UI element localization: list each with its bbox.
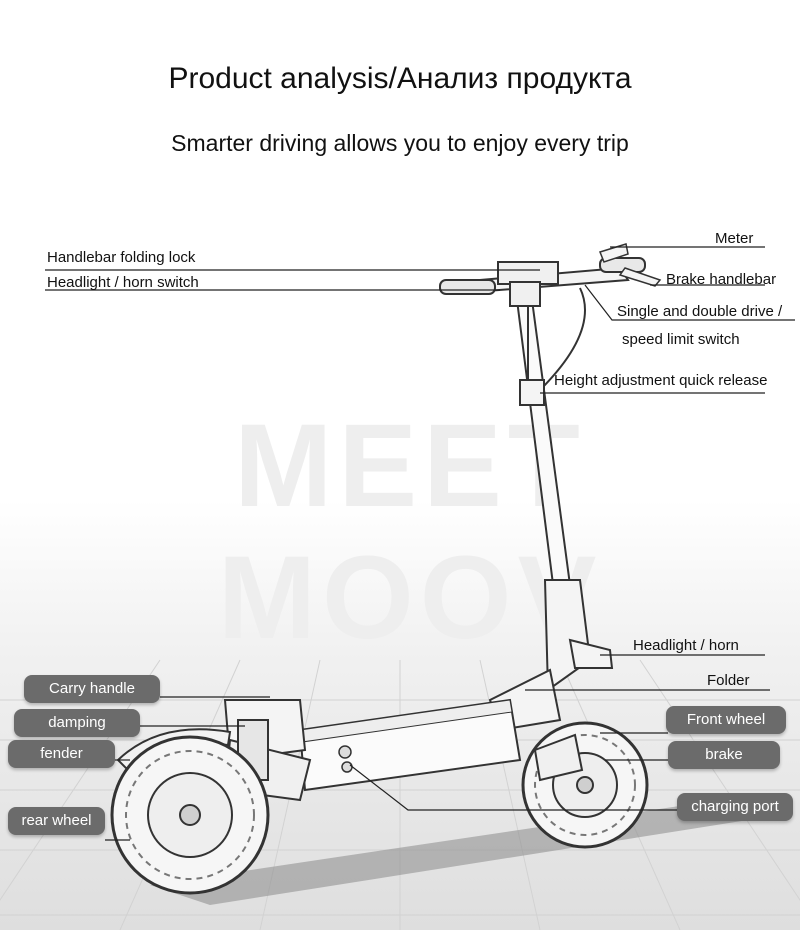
page-subtitle: Smarter driving allows you to enjoy ever…: [171, 130, 629, 156]
line-drive-switch: [584, 284, 795, 321]
left-grip: [439, 279, 496, 295]
label-height-adjustment: Height adjustment quick release: [554, 372, 768, 389]
steering-stem: [515, 299, 574, 601]
label-headlight-horn-switch: Headlight / horn switch: [47, 274, 199, 291]
label-drive-switch-line-1: Single and double drive /: [617, 303, 783, 320]
label-meter: Meter: [715, 230, 754, 247]
watermark-line-2: MOOV: [217, 532, 603, 664]
line-charging-port: [349, 764, 678, 811]
label-folder: Folder: [707, 672, 750, 689]
pill-charging-port: charging port: [677, 793, 793, 821]
brake-lever: [618, 267, 662, 287]
pill-damping: damping: [14, 709, 140, 737]
folder-assembly: [543, 579, 592, 692]
headlight-body: [568, 638, 614, 669]
label-brake-handlebar: Brake handlebar: [666, 271, 777, 288]
page-title: Product analysis/Анализ продукта: [168, 62, 632, 95]
watermark-line-1: MEET: [234, 400, 586, 532]
label-handlebar-folding-lock: Handlebar folding lock: [47, 249, 196, 266]
pill-carry-handle: Carry handle: [24, 675, 160, 703]
headlight-switch-box: [509, 281, 541, 307]
pill-front-wheel: Front wheel: [666, 706, 786, 734]
front-fork-arm: [533, 733, 584, 782]
pill-fender: fender: [8, 740, 115, 768]
label-headlight-horn: Headlight / horn: [633, 637, 739, 654]
label-drive-switch-line-2: speed limit switch: [622, 331, 740, 348]
leader-lines: [45, 246, 795, 841]
charging-port-socket: [338, 745, 352, 759]
pill-brake: brake: [668, 741, 780, 769]
handlebar-control-block: [497, 261, 559, 285]
pill-rear-wheel: rear wheel: [8, 807, 105, 835]
brake-cable: [539, 287, 586, 391]
